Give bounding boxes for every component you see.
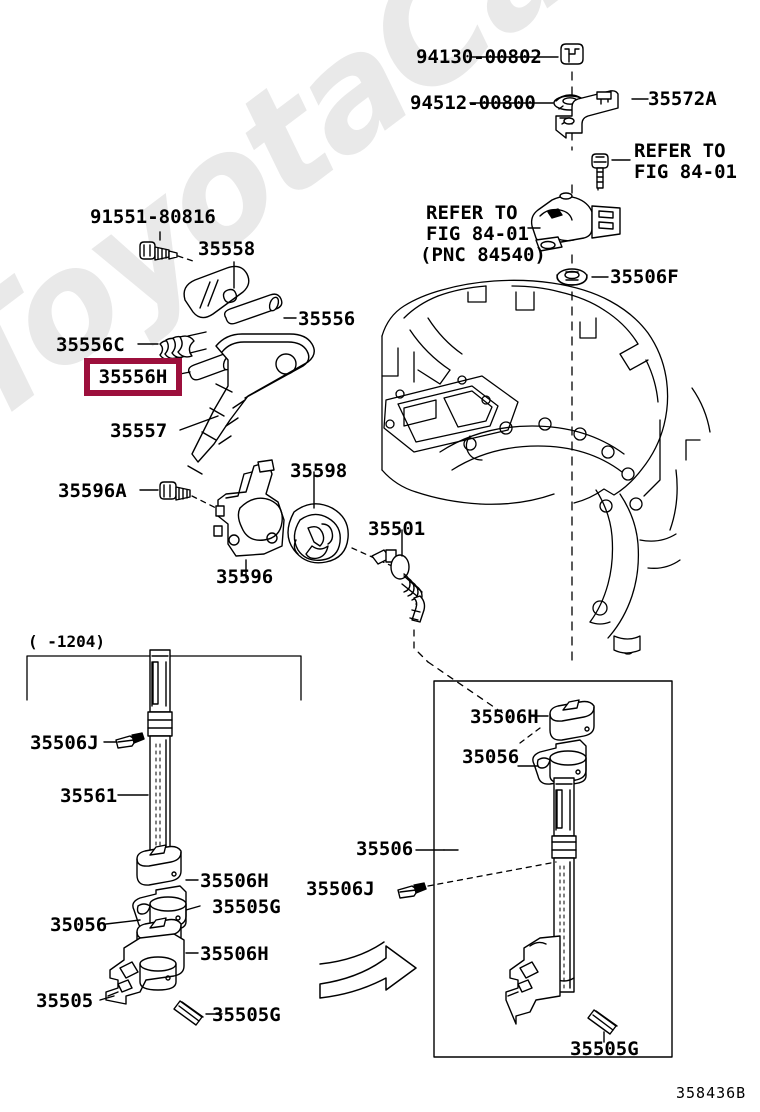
part-35506-shaft: [505, 777, 577, 1025]
label-35506J-left: 35506J: [30, 732, 99, 754]
part-35557-lever: [187, 333, 315, 475]
label-refer-fig8401-mid-line2: FIG 84-01: [426, 223, 529, 245]
part-transmission-housing: [381, 279, 711, 655]
label-35505G-left-1: 35505G: [212, 896, 281, 918]
flow-arrow: [319, 941, 417, 999]
label-refer-fig8401-top-line2: FIG 84-01: [634, 161, 737, 183]
label-35596A: 35596A: [58, 480, 127, 502]
label-35506-right: 35506: [356, 838, 414, 860]
label-35556C: 35556C: [56, 334, 125, 356]
label-35596: 35596: [216, 566, 274, 588]
diagram-code: 358436B: [676, 1084, 747, 1102]
part-35506H-bush-left-1: [136, 844, 182, 886]
label-35557: 35557: [110, 420, 168, 442]
label-35561: 35561: [60, 785, 118, 807]
part-35572A-bracket: [555, 90, 619, 139]
part-35501-bolt: [371, 549, 426, 623]
part-91551-bolt: [139, 241, 178, 261]
label-35506J-right: 35506J: [306, 878, 375, 900]
part-35506F-bush: [556, 268, 588, 286]
label-35598: 35598: [290, 460, 348, 482]
label-refer-fig8401-mid-line1: REFER TO: [426, 202, 518, 224]
part-35506H-bush-right: [549, 699, 595, 741]
part-35561-shaft: [147, 649, 173, 860]
label-35506H-left-2: 35506H: [200, 943, 269, 965]
part-35558-knob: [183, 265, 250, 319]
part-35556-pin: [223, 293, 283, 325]
highlighted-part-label: 35556H: [98, 366, 168, 388]
part-35596-bracket: [213, 459, 285, 557]
label-pnc-84540: (PNC 84540): [420, 244, 546, 266]
part-35056-plate-right: [532, 739, 587, 785]
label-35505G-right: 35505G: [570, 1038, 639, 1060]
label-35506H-left-1: 35506H: [200, 870, 269, 892]
part-35506J-clip-right: [397, 882, 427, 899]
part-bolt-fig8401: [591, 153, 609, 189]
part-35556C-spring: [159, 331, 207, 360]
part-35505G-pin-right: [587, 1009, 618, 1035]
label-35556: 35556: [298, 308, 356, 330]
label-35056-right: 35056: [462, 746, 520, 768]
part-35596A-bolt: [159, 481, 191, 501]
label-35506F: 35506F: [610, 266, 679, 288]
label-91551-80816: 91551-80816: [90, 206, 216, 228]
highlighted-part-35556H[interactable]: 35556H: [84, 358, 182, 396]
label-94130-00802: 94130-00802: [416, 46, 542, 68]
part-84540-switch: [530, 192, 621, 252]
part-35598-bushing: [287, 503, 349, 564]
label-35505-left: 35505: [36, 990, 94, 1012]
label-35558: 35558: [198, 238, 256, 260]
label-35501: 35501: [368, 518, 426, 540]
label-refer-fig8401-top-line1: REFER TO: [634, 140, 726, 162]
part-35505G-pin-left-2: [173, 1000, 204, 1026]
label-35572A: 35572A: [648, 88, 717, 110]
label-35056-left: 35056: [50, 914, 108, 936]
part-94130-nut: [560, 43, 584, 65]
part-35506J-clip-left: [115, 732, 145, 749]
label-group-date-note: ( -1204): [28, 632, 106, 651]
label-94512-00800: 94512-00800: [410, 92, 536, 114]
part-35505-lever-left: [105, 933, 185, 1005]
label-35506H-right: 35506H: [470, 706, 539, 728]
label-35505G-left-2: 35505G: [212, 1004, 281, 1026]
